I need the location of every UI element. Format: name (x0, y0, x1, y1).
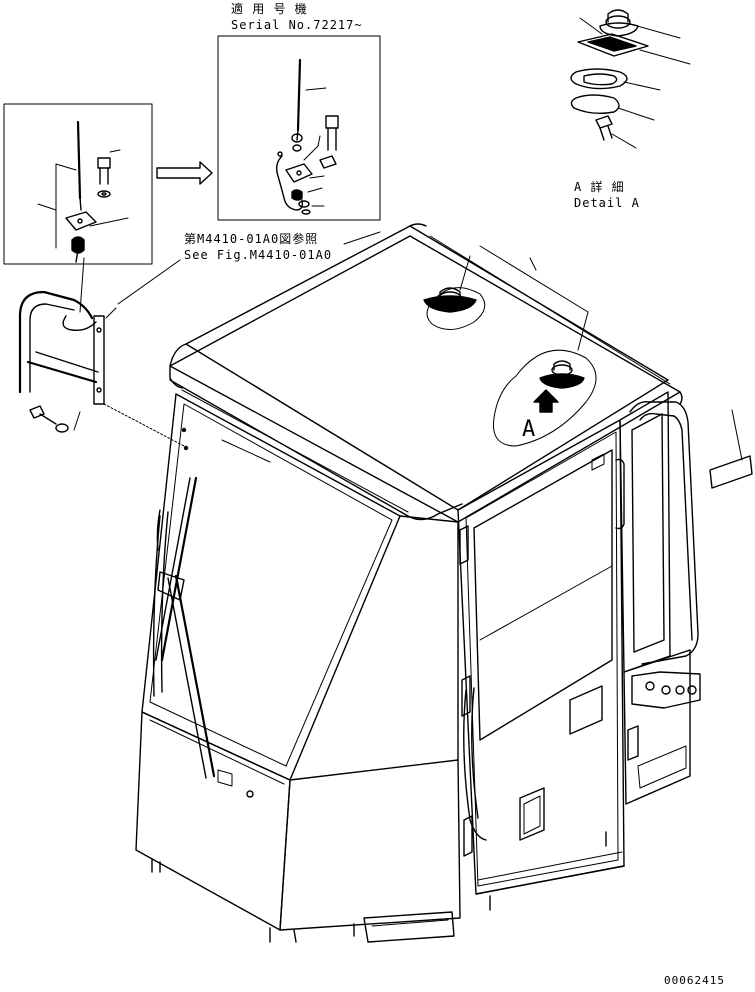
roof-leader (479, 245, 589, 313)
see-fig-leader-2 (343, 231, 381, 245)
see-figure-label-jp: 第M4410-01A0図参照 (184, 232, 319, 246)
new-antenna-inset (217, 35, 381, 221)
drawing-number: 00062415 (664, 974, 725, 987)
detail-arrow-icon (533, 389, 559, 413)
old-antenna-inset (3, 103, 153, 265)
cab-sticker (709, 409, 753, 489)
detail-a-title: Detail A (574, 196, 640, 210)
applicable-serial-label-jp: 適 用 号 機 (231, 2, 308, 16)
roof-antenna-base (423, 255, 486, 330)
cab-body (135, 223, 701, 943)
see-figure-label: See Fig.M4410-01A0 (184, 248, 333, 262)
see-fig-leader (117, 259, 181, 305)
serial-number-label: Serial No.72217~ (231, 18, 363, 32)
detail-a-marker: A (522, 417, 536, 442)
detail-a-title-jp: A 詳 細 (574, 180, 625, 194)
detail-a-parts (570, 9, 691, 149)
change-arrow-icon (156, 161, 213, 185)
detail-a-callout (492, 349, 597, 447)
handrail (18, 257, 185, 447)
